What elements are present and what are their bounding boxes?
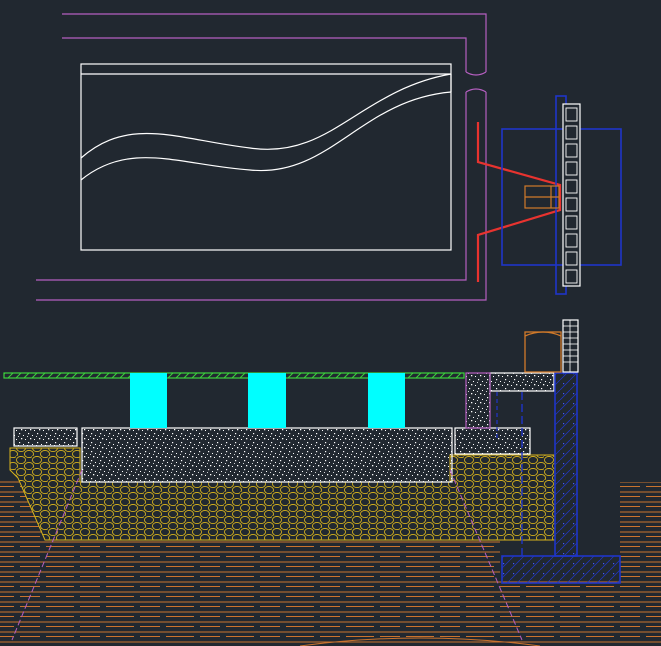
plan-blue-footing [501, 128, 622, 266]
section-soil [0, 478, 661, 646]
section-magenta-post [465, 372, 491, 429]
plan-magenta-border [36, 13, 487, 301]
plan-anchor-plate [524, 185, 560, 209]
section-blue-wall [496, 372, 621, 584]
section-bottom-arc [299, 637, 541, 646]
section-green-top [3, 372, 465, 379]
section-cyan-posts [130, 373, 405, 428]
plan-brick-column [562, 103, 581, 287]
plan-view [36, 13, 622, 301]
section-brick-column [562, 319, 579, 373]
plan-white-outline [80, 63, 452, 251]
plan-red-tie [476, 122, 562, 282]
section-view [0, 319, 661, 646]
section-magenta-diagonals [11, 469, 523, 641]
section-concrete-slabs [13, 372, 555, 483]
section-anchor [524, 331, 562, 373]
